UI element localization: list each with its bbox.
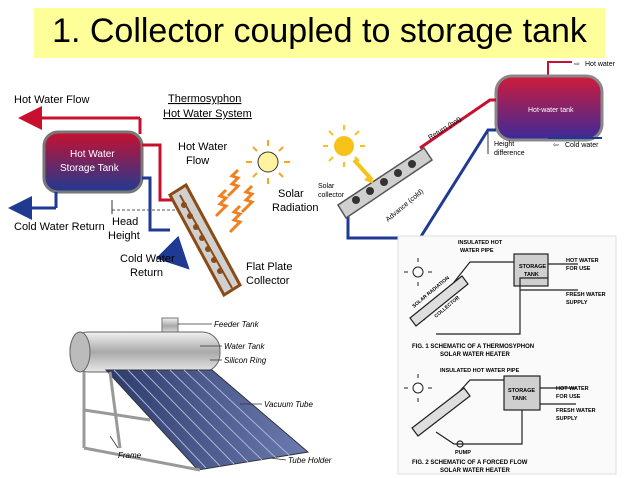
hot-water-label-1: Hot Water [178,141,227,153]
head-label: Head [112,216,138,228]
sun-icon [246,140,290,184]
flat-plate-label-2: Collector [246,275,290,287]
fig1-caption-2: SOLAR WATER HEATER [440,352,510,358]
hot-use-label-1: HOT WATER [566,258,599,264]
sun-icon-fig2 [404,374,432,402]
hot-water-label: Hot water [585,61,616,68]
return-hot-label: Return (hot) [427,116,462,142]
hot-water-storage-tank [42,130,144,194]
flat-plate-label-1: Flat Plate [246,261,292,273]
tank-label-1: Hot Water [70,149,115,160]
forced-circulation-diagram: ⇨ Hot water Hot-water tank ⇦ Cold water … [318,61,616,240]
solar-heater-photo: Feeder Tank Water Tank Silicon Ring Vacu… [69,317,332,472]
cold-return-label-1: Cold Water [120,253,175,265]
height-label: Height [108,230,140,242]
storage-label-2: TANK [524,272,539,278]
solar-label-1: Solar [278,188,304,200]
hot-water-tank [494,74,604,142]
feeder-tank-label: Feeder Tank [214,320,260,329]
frame-label: Frame [118,451,142,460]
fresh-label-1: FRESH WATER [566,292,606,298]
fig2-caption-1: FIG. 2 SCHEMATIC OF A FORCED FLOW [412,460,528,466]
svg-text:⇦: ⇦ [553,142,559,149]
hot-use-label-2: FOR USE [566,266,591,272]
fresh-b-label-2: SUPPLY [556,416,578,422]
cold-water-return-label: Cold Water Return [14,221,105,233]
cold-return-label-2: Return [130,267,163,279]
hot-use-b-label-2: FOR USE [556,394,581,400]
storage-b-label-1: STORAGE [508,388,535,394]
hot-use-b-label-1: HOT WATER [556,386,589,392]
storage-label-1: STORAGE [519,264,546,270]
advance-cold-label: Advance (cold) [385,188,425,223]
flat-plate-collector [168,182,242,298]
thermosyphon-diagram: Thermosyphon Hot Water System Hot Water … [8,93,318,298]
water-tank-label: Water Tank [224,342,265,351]
hot-pipe [142,143,178,202]
tube-holder-label: Tube Holder [288,456,332,465]
solar-collector [336,146,434,220]
svg-text:⇨: ⇨ [574,61,580,68]
solar-label-2: Radiation [272,202,318,214]
hot-water-tank-label: Hot-water tank [528,107,574,114]
pump-label: PUMP [455,450,471,456]
cold-water-label: Cold water [565,142,599,149]
fig2-caption-2: SOLAR WATER HEATER [440,468,510,474]
fig1-caption-1: FIG. 1 SCHEMATIC OF A THERMOSYPHON [412,344,534,350]
cold-pipe [142,176,170,232]
sun-icon-fig1 [404,258,432,286]
hot-water-label-2: Flow [186,155,209,167]
solar-collector-label-2: collector [318,192,345,199]
insulated-pipe-label-1: INSULATED HOT [458,240,503,246]
fresh-b-label-1: FRESH WATER [556,408,596,414]
height-label-1: Height [494,141,514,148]
silicon-ring-label: Silicon Ring [224,356,267,365]
solar-collector-label-1: Solar [318,183,335,190]
title-bar: 1. Collector coupled to storage tank [34,8,605,58]
thermosyphon-heading: Thermosyphon [168,93,241,105]
tank-label-2: Storage Tank [60,163,120,174]
fresh-label-2: SUPPLY [566,300,588,306]
slide-title: 1. Collector coupled to storage tank [52,12,587,50]
insulated-pipe-label-2: WATER PIPE [460,248,494,254]
sun-icon-right [323,125,374,184]
schematic-figures: INSULATED HOT WATER PIPE STORAGE TANK HO… [397,235,617,475]
hot-water-flow-label: Hot Water Flow [14,94,89,106]
solar-radiation-arrows [214,168,255,234]
vacuum-tube-label: Vacuum Tube [264,400,313,409]
storage-b-label-2: TANK [512,396,527,402]
return-hot-pipe [419,98,496,150]
thermosyphon-heading-2: Hot Water System [163,108,252,120]
insulated-pipe-b-label: INSULATED HOT WATER PIPE [440,368,520,374]
height-label-2: difference [494,150,525,157]
